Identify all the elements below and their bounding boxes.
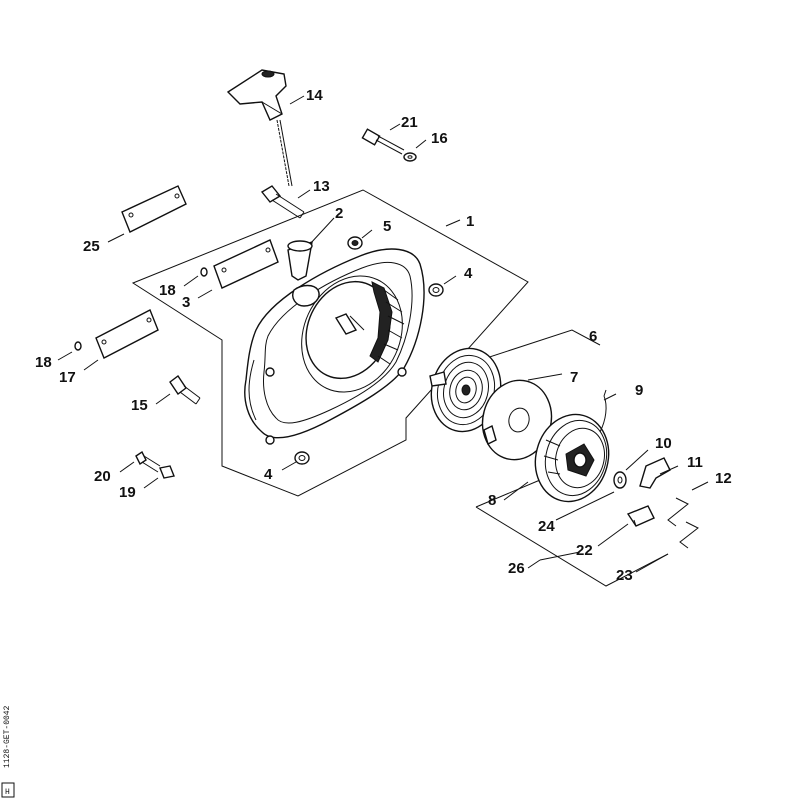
callout-5: 5 [383,218,391,235]
group-box-1 [131,189,529,497]
callout-20: 20 [94,468,111,485]
group-box-6 [461,329,601,367]
callout-8: 8 [488,492,496,509]
callout-14: 14 [306,87,323,104]
plate-part-25 [121,185,187,233]
callout-19: 19 [119,484,136,501]
group-box-26 [475,479,669,587]
rope-part-9 [599,389,607,433]
callout-13: 13 [313,178,330,195]
bushing-part-5 [347,236,363,250]
washer-part-10 [613,471,627,489]
callout-18b: 18 [35,354,52,371]
callout-2: 2 [335,205,343,222]
callout-labels: 1 2 3 4 4 5 6 7 8 9 10 11 12 13 14 15 16… [35,87,732,584]
callout-12: 12 [715,470,732,487]
callout-4a: 4 [464,265,473,282]
bushing-part-4a [428,283,444,297]
callout-24: 24 [538,518,555,535]
callout-22: 22 [576,542,593,559]
callout-15: 15 [131,397,148,414]
drawing-code-text: 1128-GET-0042 [3,705,12,768]
plate-part-17 [95,309,159,359]
callout-17: 17 [59,369,76,386]
plate-part-3 [213,239,279,289]
callout-10: 10 [655,435,672,452]
callout-11: 11 [687,454,703,471]
callout-4b: 4 [264,466,273,483]
callout-1: 1 [466,213,474,230]
screw-part-20 [135,450,161,473]
fan-housing-part-1 [244,248,425,445]
callout-23: 23 [616,567,633,584]
callout-16: 16 [431,130,448,147]
callout-9: 9 [635,382,643,399]
screw-part-15 [169,374,201,405]
pawl-part-22 [626,505,655,527]
callout-25: 25 [83,238,100,255]
corner-mark: H [1,782,15,798]
bushing-part-2 [287,240,313,281]
callout-3: 3 [182,294,190,311]
pawl-part-11 [639,457,671,489]
pin-part-18a [200,267,208,277]
rope-rotor-part-8 [534,413,610,503]
nut-part-19 [159,465,175,479]
callout-7: 7 [570,369,578,386]
rewind-spring-part-6 [429,347,502,433]
washer-plate-part-7 [481,379,553,461]
drawing-code: 1128-GET-0042 [3,705,12,768]
callout-18a: 18 [159,282,176,299]
screw-part-13 [260,185,305,219]
spring-part-12 [667,497,689,527]
spring-part-23 [679,521,699,549]
callout-26: 26 [508,560,525,577]
callout-6: 6 [589,328,597,345]
leader-lines [57,95,709,573]
pin-part-18b [74,341,82,351]
starter-grip-part [226,69,293,187]
callout-21: 21 [401,114,418,131]
corner-mark-text: H [5,788,10,797]
washer-part-16 [403,152,417,162]
bushing-part-4b [294,451,310,465]
screw-part-21 [361,128,405,155]
